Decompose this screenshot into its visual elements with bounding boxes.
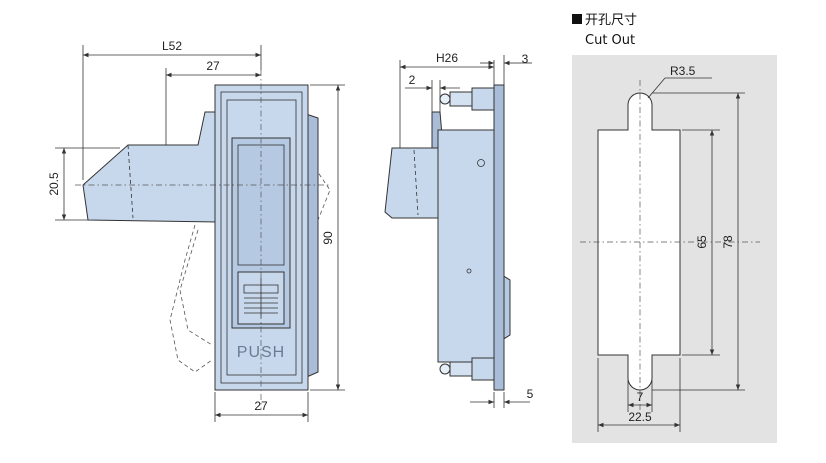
dim-20-5: 20.5 [47,172,61,196]
cutout-title-en: Cut Out [585,33,635,48]
dim-2: 2 [409,73,416,87]
dim-27-bottom: 27 [254,399,268,413]
handle-swing-outline [169,167,331,373]
dim-7: 7 [637,390,644,404]
dim-5: 5 [527,387,534,401]
side-front-plate [493,84,505,391]
side-body [437,129,495,363]
front-view: PUSH L52 27 20.5 90 27 [47,39,345,422]
dim-L52: L52 [162,39,182,53]
cutout-title-cn: 开孔尺寸 [585,13,637,28]
side-view: H26 3 2 5 [384,51,534,408]
side-handle [384,147,439,219]
cutout-title-square [572,14,582,24]
dim-78: 78 [721,235,735,249]
dim-R3-5: R3.5 [670,64,696,78]
push-label: PUSH [237,344,285,361]
cutout-shape [597,92,681,391]
side-screw-top [439,87,495,111]
side-hole-lower [466,268,472,274]
dim-H26: H26 [436,51,458,65]
side-hole-upper [477,159,485,167]
lever-handle [82,111,219,223]
cutout-section: 开孔尺寸 Cut Out R3.5 65 78 7 22.5 [572,13,777,443]
dim-22-5: 22.5 [628,410,652,424]
dim-27-top: 27 [206,59,220,73]
dim-65: 65 [695,235,709,249]
dim-90: 90 [321,231,335,245]
side-screw-bottom [439,357,495,381]
dim-3: 3 [522,52,529,66]
